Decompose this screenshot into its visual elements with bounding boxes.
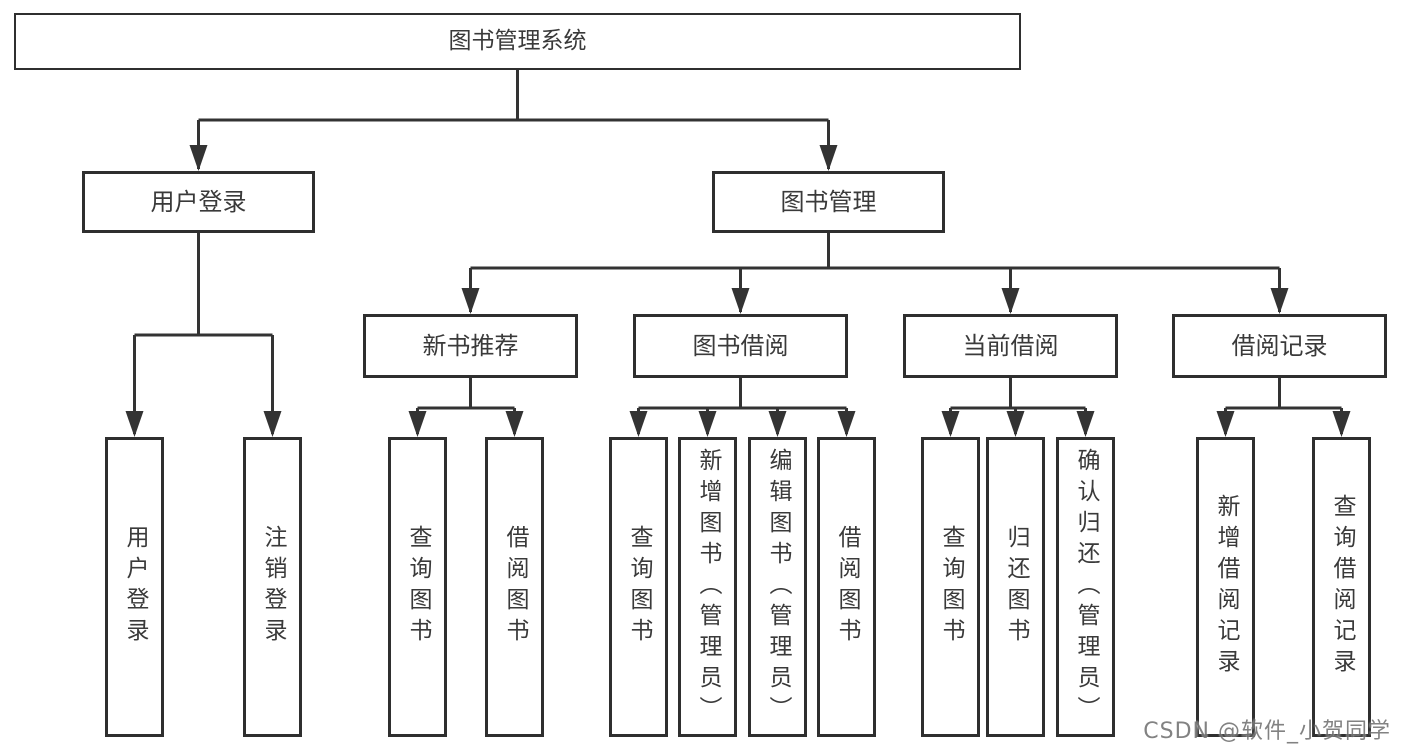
node-current-borrow: 当前借阅 [903,314,1118,378]
arrowhead [408,411,427,437]
leaf-return-books: 归还图书 [986,437,1045,737]
connector-bookborrow-to-leaves [637,378,848,434]
arrowhead [189,145,208,171]
arrowhead [505,411,524,437]
leaf-add-book-admin: 新增图书（管理员） [678,437,737,737]
connector-userlogin-to-leaves [133,233,274,434]
leaf-query-borrow-record: 查询借阅记录 [1312,437,1371,737]
arrowhead [837,411,856,437]
node-book-management: 图书管理 [712,171,945,233]
arrowhead [1216,411,1235,437]
connector-newbook-to-leaves [416,378,516,434]
connector-records-to-leaves [1224,378,1343,434]
leaf-borrow-books-recommend: 借阅图书 [485,437,544,737]
arrowhead [819,145,838,171]
arrowhead [461,288,480,314]
leaf-user-login: 用户登录 [105,437,164,737]
arrowhead [125,411,144,437]
arrowhead [731,288,750,314]
leaf-query-books-recommend: 查询图书 [388,437,447,737]
arrowhead [1332,411,1351,437]
arrowhead [1270,288,1289,314]
arrowhead [698,411,717,437]
arrowheads [125,145,1351,437]
arrowhead [1006,411,1025,437]
node-book-borrow: 图书借阅 [633,314,848,378]
arrowhead [768,411,787,437]
leaf-logout: 注销登录 [243,437,302,737]
node-borrow-records: 借阅记录 [1172,314,1387,378]
arrowhead [1001,288,1020,314]
arrowhead [629,411,648,437]
leaf-edit-book-admin: 编辑图书（管理员） [748,437,807,737]
arrowhead [263,411,282,437]
leaf-confirm-return-admin: 确认归还（管理员） [1056,437,1115,737]
leaf-add-borrow-record: 新增借阅记录 [1196,437,1255,737]
node-user-login-branch: 用户登录 [82,171,315,233]
connector-root-to-level2 [197,70,830,169]
connector-bookmgmt-to-level3 [469,233,1281,312]
arrowhead [1076,411,1095,437]
leaf-query-books-borrow: 查询图书 [609,437,668,737]
node-new-book-recommend: 新书推荐 [363,314,578,378]
leaf-query-books-current: 查询图书 [921,437,980,737]
leaf-borrow-books: 借阅图书 [817,437,876,737]
arrowhead [941,411,960,437]
node-root-system: 图书管理系统 [14,13,1021,70]
